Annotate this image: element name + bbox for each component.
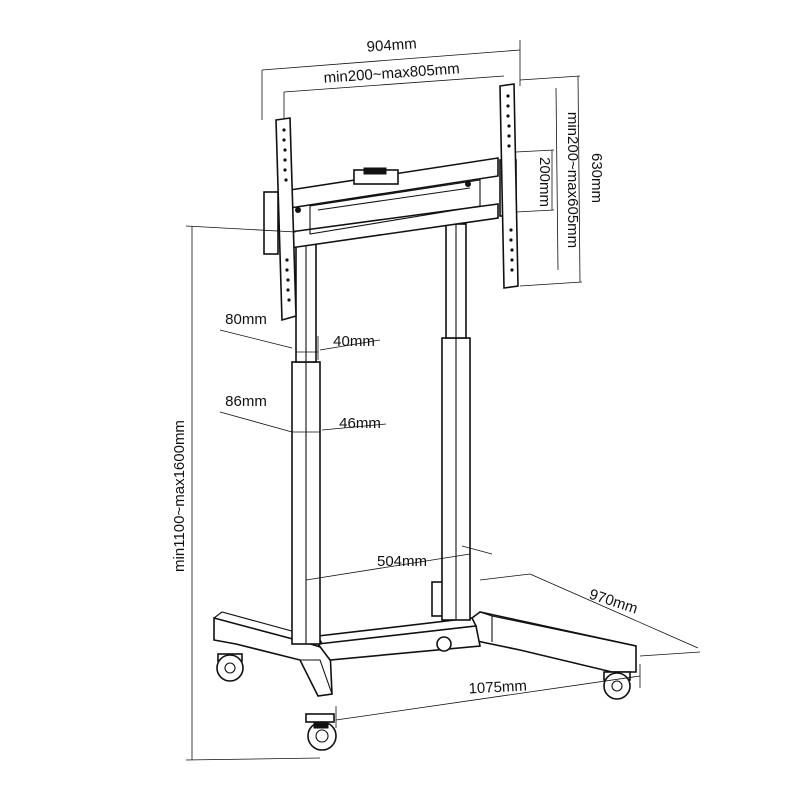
front-crossbar: [316, 625, 481, 661]
dimension-lines: [185, 40, 701, 761]
label-crossbar-height: 200mm: [536, 157, 553, 207]
label-column-spacing: 504mm: [377, 553, 427, 570]
left-vesa-arm: [275, 117, 297, 322]
label-upper-column-depth: 80mm: [225, 311, 267, 328]
right-foot: [471, 611, 637, 673]
caster-rear-left: [216, 653, 244, 682]
left-mount-block: [263, 191, 279, 255]
label-lower-column-depth: 86mm: [225, 393, 267, 410]
label-base-width: 1075mm: [468, 677, 527, 697]
label-vesa-vertical: min200~max605mm: [564, 112, 581, 248]
right-vesa-arm: [499, 83, 519, 289]
label-bracket-height: 630mm: [588, 153, 605, 203]
label-upper-column-width: 40mm: [333, 333, 375, 350]
label-lower-column-width: 46mm: [339, 415, 381, 432]
label-overall-width: 904mm: [366, 35, 417, 55]
right-column: [441, 223, 471, 621]
casters: [216, 636, 631, 751]
mount-bracket: [263, 157, 517, 255]
label-base-depth: 970mm: [587, 586, 640, 618]
caster-front-right: [603, 671, 631, 700]
label-height-range: min1100~max1600mm: [171, 420, 188, 572]
label-vesa-horizontal: min200~max805mm: [323, 60, 460, 86]
right-arm-holes: [506, 94, 514, 272]
left-arm-holes: [282, 128, 291, 302]
caster-rear-right: [436, 636, 452, 652]
base: [213, 581, 637, 697]
dimension-labels: 904mm min200~max805mm 630mm min200~max60…: [171, 35, 640, 697]
caster-front-left: [305, 713, 337, 751]
